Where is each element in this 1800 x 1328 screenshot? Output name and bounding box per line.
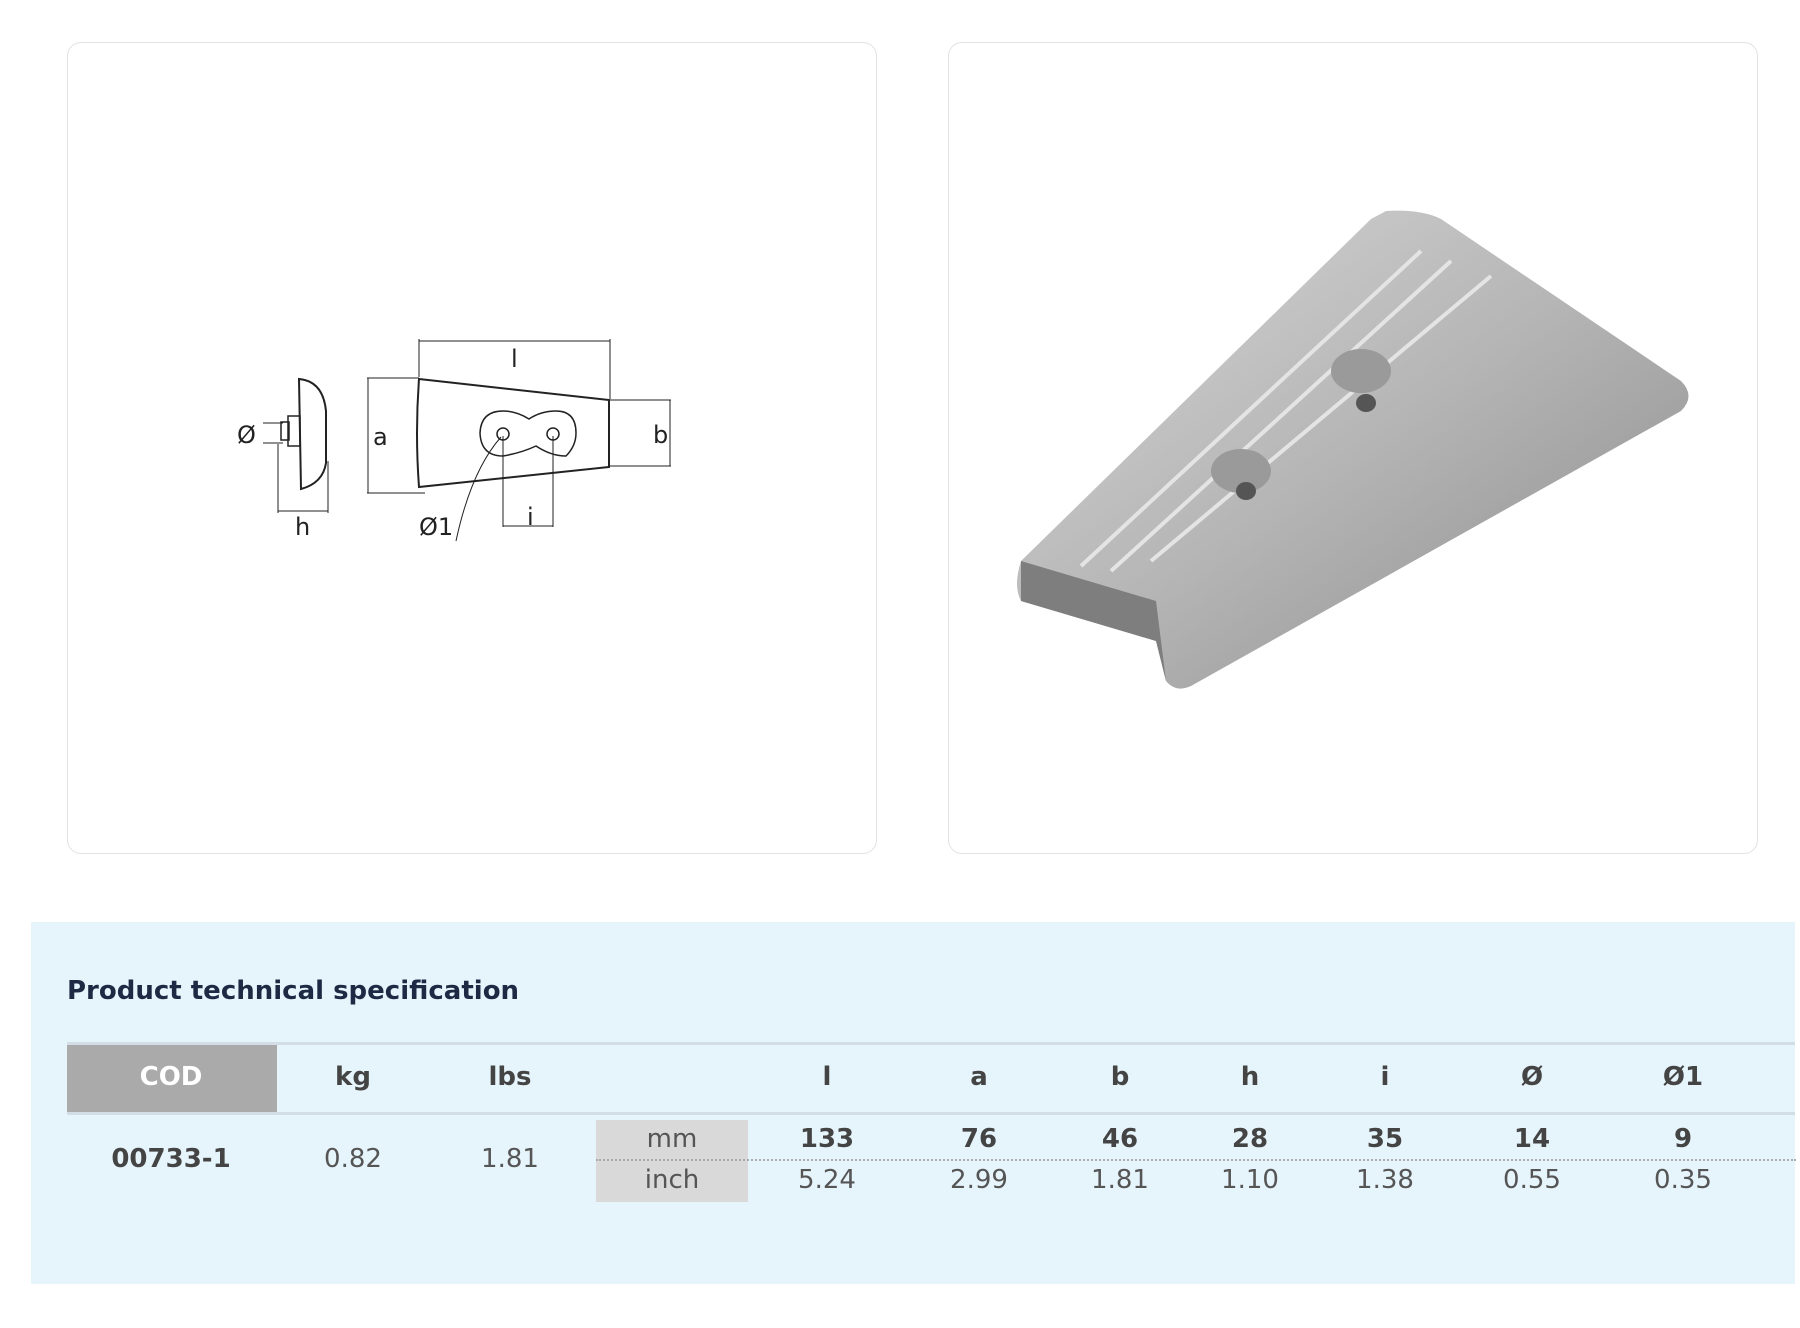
unit-row-divider: [596, 1159, 1796, 1161]
header-diameter: Ø: [1520, 1062, 1544, 1092]
spec-title: Product technical specification: [67, 976, 520, 1006]
inch-b: 1.81: [1091, 1165, 1149, 1195]
unit-background: [596, 1120, 748, 1202]
label-i: i: [527, 503, 534, 531]
label-h: h: [295, 513, 310, 541]
label-l: l: [511, 345, 518, 373]
label-a: a: [373, 423, 388, 451]
label-b: b: [653, 421, 668, 449]
mm-diameter1: 9: [1673, 1124, 1693, 1154]
unit-inch: inch: [644, 1165, 700, 1195]
header-i: i: [1380, 1062, 1390, 1092]
technical-drawing-card: Ø h a l b Ø1 i: [67, 42, 877, 854]
header-l: l: [822, 1062, 832, 1092]
inch-h: 1.10: [1221, 1165, 1279, 1195]
header-diameter1: Ø1: [1662, 1062, 1704, 1092]
table-top-divider: [67, 1042, 1795, 1045]
mm-i: 35: [1366, 1124, 1404, 1154]
header-lbs: lbs: [488, 1062, 532, 1092]
header-h: h: [1240, 1062, 1260, 1092]
mm-h: 28: [1231, 1124, 1269, 1154]
cod-header-background: [67, 1045, 277, 1112]
inch-l: 5.24: [798, 1165, 856, 1195]
product-photo: [1017, 210, 1689, 689]
header-kg: kg: [335, 1062, 371, 1092]
header-cod: COD: [139, 1062, 203, 1092]
header-b: b: [1110, 1062, 1130, 1092]
inch-diameter: 0.55: [1503, 1165, 1561, 1195]
mm-a: 76: [960, 1124, 998, 1154]
label-diameter1: Ø1: [419, 513, 453, 541]
cell-cod: 00733-1: [111, 1144, 231, 1174]
inch-i: 1.38: [1356, 1165, 1414, 1195]
table-header-divider: [67, 1112, 1795, 1115]
cell-lbs: 1.81: [481, 1144, 539, 1174]
technical-drawing: Ø h a l b Ø1 i: [237, 339, 671, 542]
technical-specification-panel: Product technical specification COD kg l…: [31, 922, 1796, 1284]
inch-a: 2.99: [950, 1165, 1008, 1195]
header-a: a: [970, 1062, 988, 1092]
mm-diameter: 14: [1513, 1124, 1551, 1154]
mm-b: 46: [1101, 1124, 1139, 1154]
mm-l: 133: [799, 1124, 855, 1154]
cell-kg: 0.82: [324, 1144, 382, 1174]
inch-diameter1: 0.35: [1654, 1165, 1712, 1195]
product-photo-card: [948, 42, 1758, 854]
label-diameter: Ø: [237, 421, 256, 449]
unit-mm: mm: [646, 1124, 698, 1154]
